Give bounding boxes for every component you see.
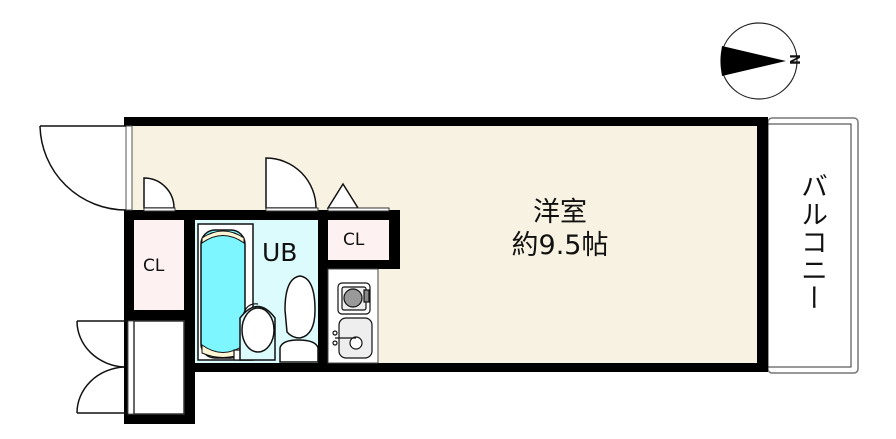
unit-bath-label: UB	[262, 238, 298, 267]
entry-door	[39, 125, 127, 211]
compass-north-label: N	[785, 54, 801, 65]
western-room-area: 約9.5帖	[511, 230, 609, 261]
western-room-label: 洋室 約9.5帖	[500, 196, 620, 262]
entry-closet-door	[143, 177, 176, 212]
sink-icon	[332, 317, 373, 359]
upper-closet-floor	[328, 220, 389, 260]
washbasin	[239, 305, 276, 361]
kitchen	[327, 268, 379, 364]
north-arrow-icon	[720, 46, 786, 76]
entry-closet-floor	[134, 220, 184, 310]
upper-closet-door	[326, 182, 390, 212]
balcony-label: バルコニー	[796, 172, 827, 312]
compass	[720, 22, 798, 100]
balcony-area	[767, 117, 859, 374]
shoe-closet-doors	[76, 320, 185, 415]
unit-bath-door	[265, 157, 319, 212]
entry-closet-label: CL	[143, 256, 165, 276]
upper-closet-label: CL	[343, 230, 365, 250]
western-room-name: 洋室	[533, 197, 587, 228]
walls	[124, 117, 768, 424]
toilet	[279, 275, 319, 363]
stove-icon	[337, 282, 371, 315]
